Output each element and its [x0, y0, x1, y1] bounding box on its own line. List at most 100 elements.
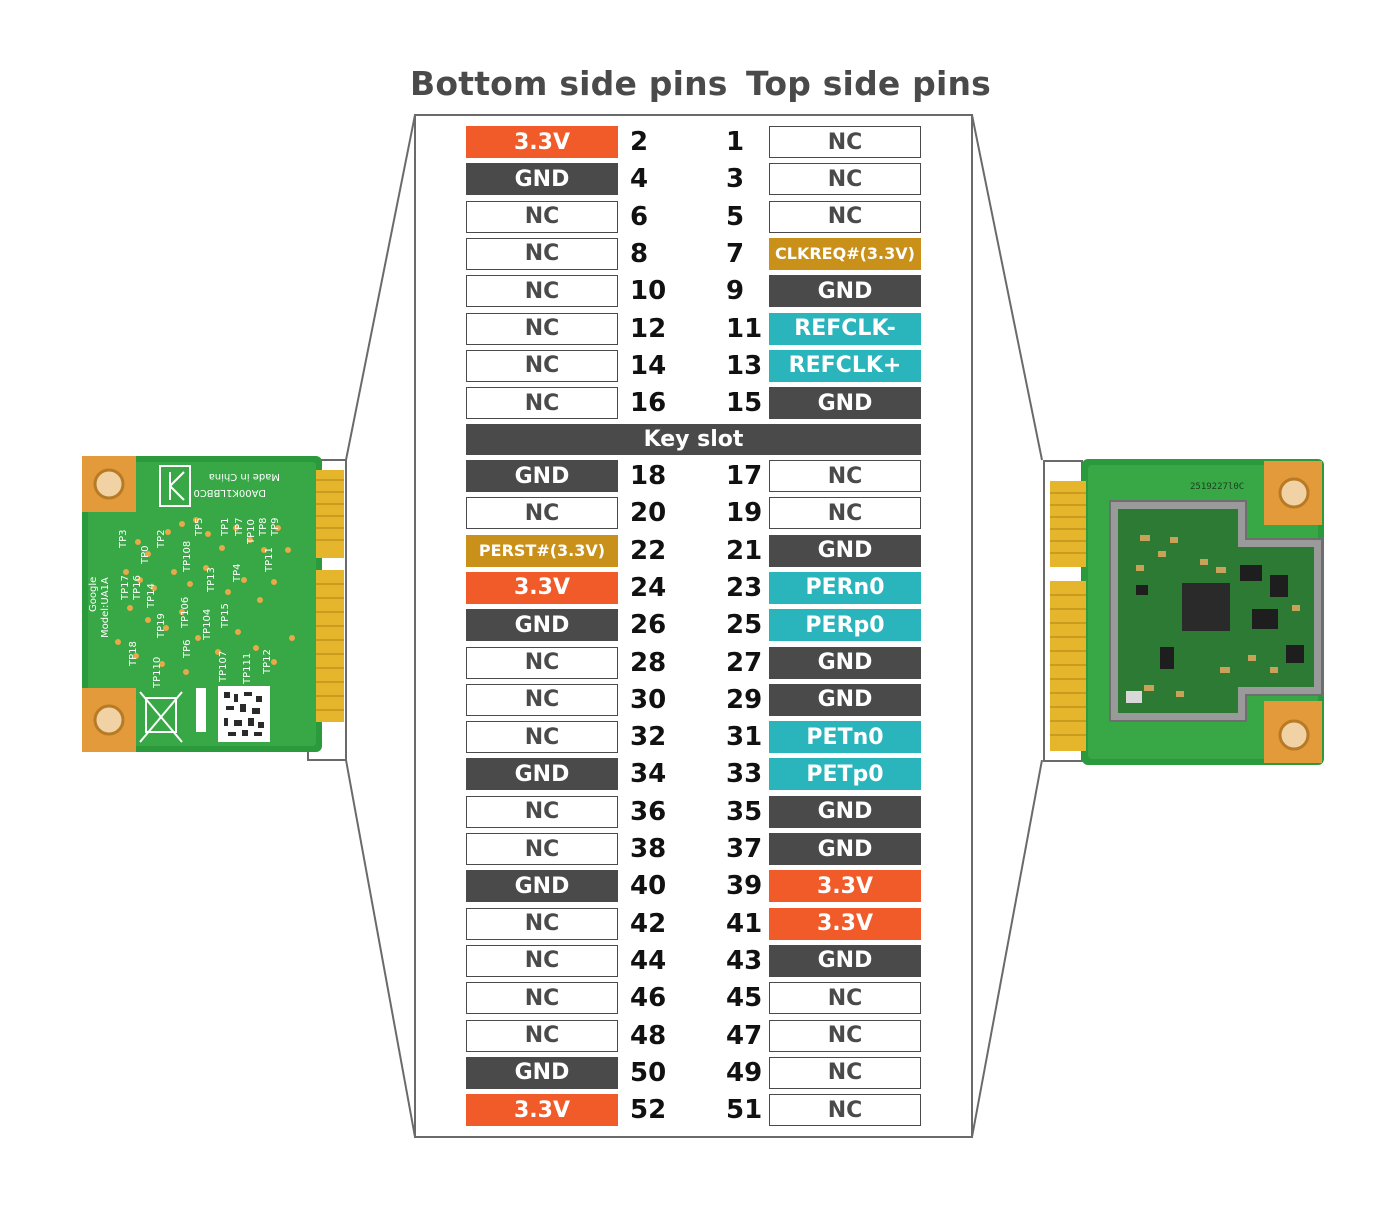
bottom-pin-24-number: 24 — [630, 572, 667, 603]
bottom-pin-34-number: 34 — [630, 759, 667, 790]
top-pin-29-label: GND — [769, 683, 921, 716]
top-pin-39-number: 39 — [726, 871, 763, 902]
bottom-pin-12-label: NC — [466, 312, 618, 345]
top-pin-41-number: 41 — [726, 908, 763, 939]
top-pin-3-number: 3 — [726, 164, 745, 195]
left-callout-top-line — [345, 114, 416, 461]
top-pin-27-number: 27 — [726, 647, 763, 678]
top-pin-33-label: PETp0 — [769, 758, 921, 791]
top-pin-15-number: 15 — [726, 388, 763, 419]
top-pin-25-number: 25 — [726, 610, 763, 641]
top-pin-41-label: 3.3V — [769, 907, 921, 940]
tp-label: TP3 — [118, 529, 129, 549]
tp-label: TP18 — [128, 641, 139, 667]
top-pin-7-label: CLKREQ#(3.3V) — [769, 237, 921, 270]
top-pin-21-number: 21 — [726, 535, 763, 566]
part-number-text: DA00K1LBBC0 — [194, 487, 266, 498]
top-pin-23-label: PERn0 — [769, 571, 921, 604]
bottom-pin-42-number: 42 — [630, 908, 667, 939]
bottom-pin-42-label: NC — [466, 907, 618, 940]
brand-text: Google — [88, 577, 99, 612]
tp-label: TP16 — [132, 575, 143, 601]
bottom-pin-26-number: 26 — [630, 610, 667, 641]
tp-label: TP5 — [194, 517, 205, 537]
top-pin-1-number: 1 — [726, 127, 745, 157]
right-callout-bottom-line — [971, 759, 1043, 1138]
tp-label: TP110 — [152, 657, 163, 689]
top-pin-17-label: NC — [769, 460, 921, 492]
tp-label: TP6 — [182, 639, 193, 659]
top-pin-25-label: PERp0 — [769, 609, 921, 642]
bottom-pin-2-number: 2 — [630, 127, 649, 157]
tp-label: TP17 — [120, 575, 131, 601]
top-pin-35-label: GND — [769, 795, 921, 828]
bottom-pin-52-label: 3.3V — [466, 1094, 618, 1127]
top-pin-47-label: NC — [769, 1019, 921, 1052]
top-pin-15-label: GND — [769, 387, 921, 420]
made-in-china-text: Made in China — [209, 471, 280, 482]
tp-label: TP111 — [242, 653, 253, 685]
top-pin-9-label: GND — [769, 275, 921, 308]
bottom-pin-18-number: 18 — [630, 461, 667, 491]
top-pin-45-label: NC — [769, 982, 921, 1015]
bottom-pin-38-number: 38 — [630, 834, 667, 864]
top-pin-1-label: NC — [769, 126, 921, 158]
top-pin-37-label: GND — [769, 833, 921, 865]
top-pin-11-label: REFCLK- — [769, 312, 921, 345]
tp-label: TP15 — [220, 603, 231, 629]
top-pin-9-number: 9 — [726, 276, 745, 307]
bottom-pin-14-number: 14 — [630, 350, 667, 381]
tp-label: TP9 — [270, 517, 281, 537]
bottom-pin-6-number: 6 — [630, 201, 649, 232]
bottom-pin-26-label: GND — [466, 609, 618, 642]
top-pin-13-label: REFCLK+ — [769, 349, 921, 382]
top-pin-51-label: NC — [769, 1094, 921, 1127]
bottom-pin-50-label: GND — [466, 1056, 618, 1089]
bottom-pin-32-label: NC — [466, 721, 618, 754]
card-bottom-side-image: Made in China DA00K1LBBC0 Model:UA1A Goo… — [82, 456, 347, 761]
bottom-pin-16-number: 16 — [630, 388, 667, 419]
bottom-pin-14-label: NC — [466, 349, 618, 382]
bottom-pin-28-number: 28 — [630, 647, 667, 678]
bottom-pin-6-label: NC — [466, 200, 618, 233]
tp-label: TP10 — [246, 519, 257, 545]
top-side-pins-header: Top side pins — [746, 64, 992, 103]
bottom-pin-20-label: NC — [466, 497, 618, 530]
tp-label: TP1 — [220, 517, 231, 537]
bottom-pin-2-label: 3.3V — [466, 126, 618, 158]
serial-text: 2519227l0C — [1190, 482, 1244, 492]
bottom-pin-52-number: 52 — [630, 1095, 667, 1126]
tp-label: TP11 — [264, 547, 275, 573]
top-pin-21-label: GND — [769, 534, 921, 567]
bottom-pin-20-number: 20 — [630, 498, 667, 529]
top-pin-27-label: GND — [769, 646, 921, 679]
tp-label: TP7 — [234, 517, 245, 537]
bottom-pin-28-label: NC — [466, 646, 618, 679]
bottom-pin-8-label: NC — [466, 237, 618, 270]
bottom-pin-10-label: NC — [466, 275, 618, 308]
top-pin-31-number: 31 — [726, 722, 763, 753]
top-pin-11-number: 11 — [726, 313, 763, 344]
bottom-pin-30-number: 30 — [630, 684, 667, 715]
right-callout-top-line — [971, 114, 1043, 461]
bottom-pin-46-label: NC — [466, 982, 618, 1015]
top-pin-5-number: 5 — [726, 201, 745, 232]
tp-label: TP0 — [140, 545, 151, 565]
bottom-pin-24-label: 3.3V — [466, 571, 618, 604]
tp-label: TP4 — [232, 563, 243, 583]
bottom-pin-22-number: 22 — [630, 535, 667, 566]
top-pin-31-label: PETn0 — [769, 721, 921, 754]
top-pin-49-label: NC — [769, 1056, 921, 1089]
bottom-pin-4-number: 4 — [630, 164, 649, 195]
tp-label: TP14 — [146, 583, 157, 609]
left-callout-bottom-line — [345, 759, 416, 1138]
top-pin-7-number: 7 — [726, 238, 745, 269]
tp-label: TP13 — [206, 567, 217, 593]
top-pin-23-number: 23 — [726, 572, 763, 603]
model-text: Model:UA1A — [100, 577, 111, 638]
bottom-pin-10-number: 10 — [630, 276, 667, 307]
top-pin-5-label: NC — [769, 200, 921, 233]
top-pin-19-label: NC — [769, 497, 921, 530]
bottom-pin-16-label: NC — [466, 387, 618, 420]
